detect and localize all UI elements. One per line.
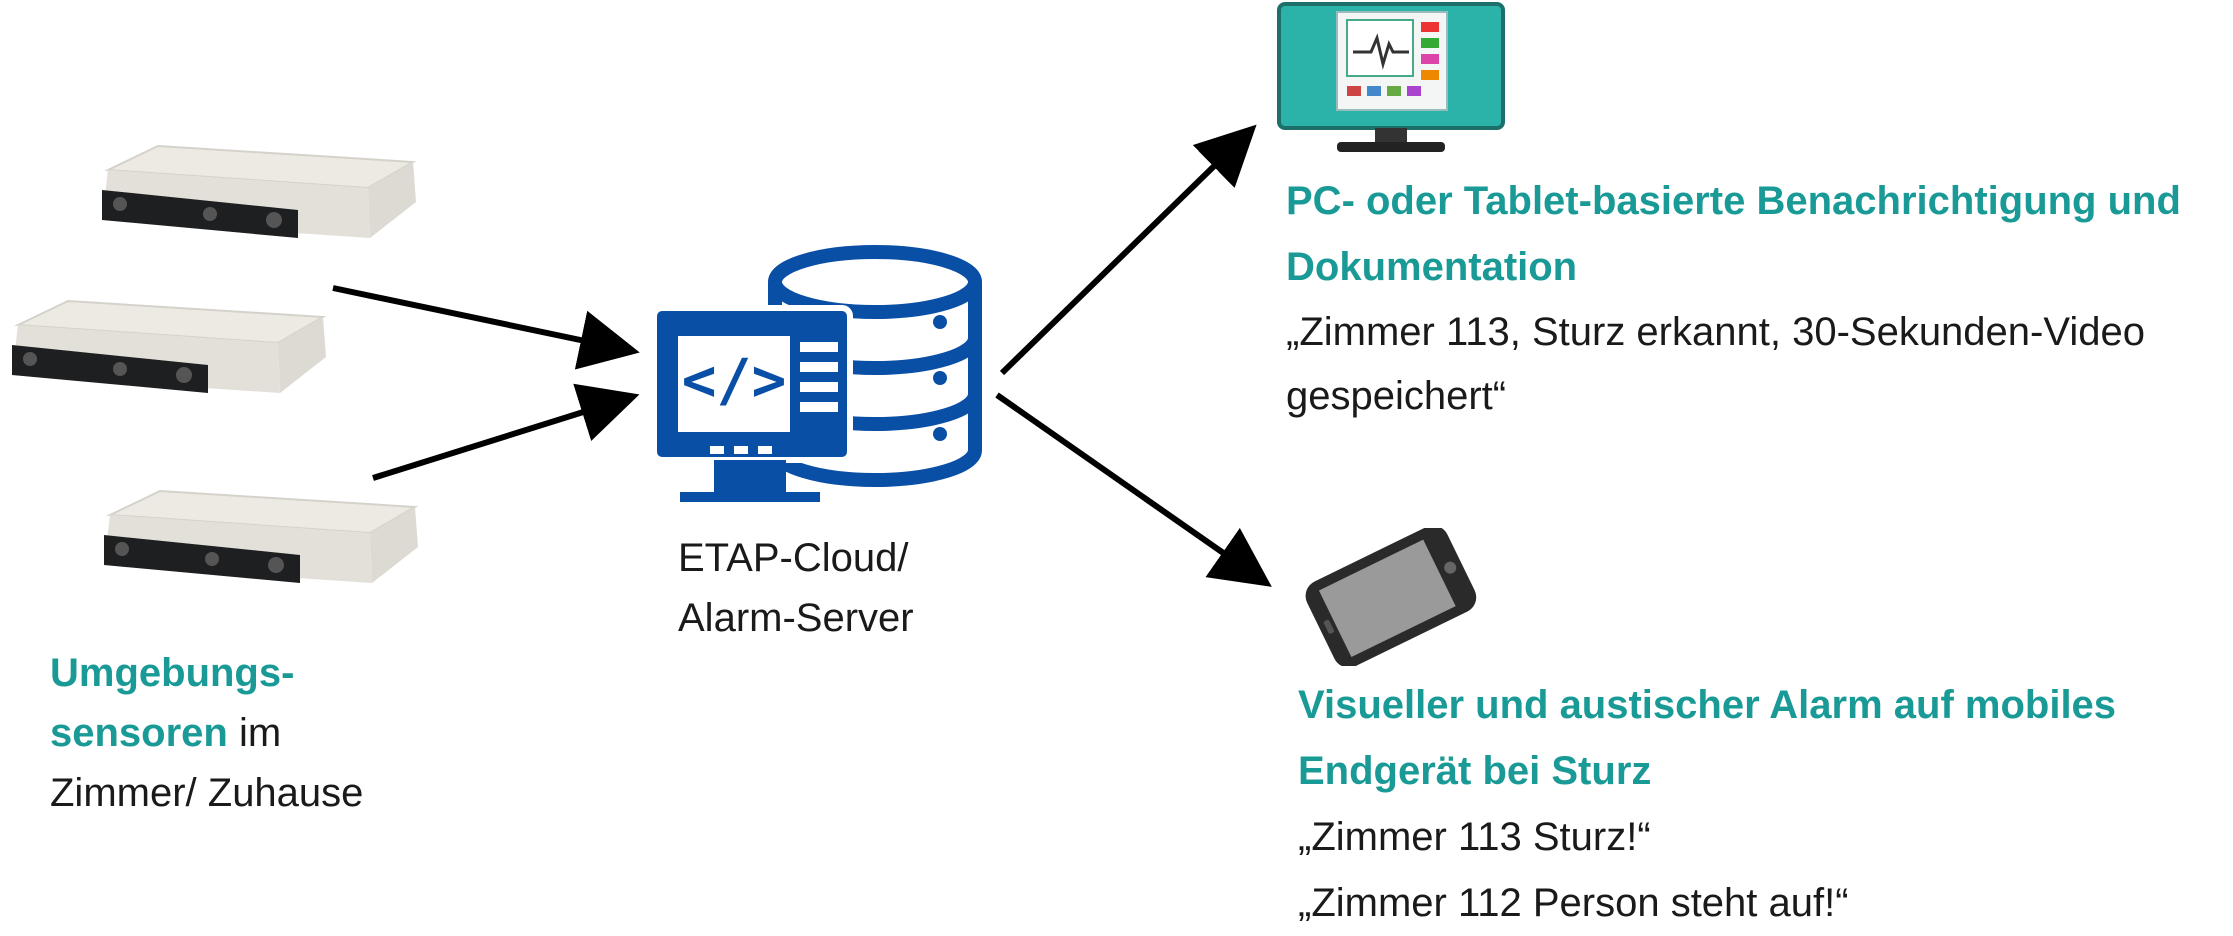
server-label-line1: ETAP-Cloud/: [678, 536, 909, 580]
mobile-message-line1: „Zimmer 113 Sturz!“: [1298, 815, 1651, 859]
sensor-label-rest: im: [227, 711, 282, 755]
mobile-title-line2: Endgerät bei Sturz: [1298, 749, 1652, 793]
sensor-label-highlight-2: sensoren: [50, 711, 228, 755]
smartphone-icon: [1305, 528, 1477, 666]
sensor-label-highlight-1: Umgebungs-: [50, 651, 295, 695]
server-database-icon: </>: [651, 245, 982, 502]
pc-title-line1: PC- oder Tablet-basierte Benachrichtigun…: [1286, 179, 2181, 223]
sensor-device-icon: [102, 144, 417, 238]
arrow-sensor1-to-server: [332, 285, 640, 370]
arrow-server-to-pc: [999, 124, 1257, 376]
mobile-message-line2: „Zimmer 112 Person steht auf!“: [1298, 881, 1849, 925]
arrow-sensor3-to-server: [372, 383, 640, 481]
monitor-icon: [1277, 2, 1505, 152]
sensor-label-location: Zimmer/ Zuhause: [50, 771, 364, 815]
mobile-title-line1: Visueller und austischer Alarm auf mobil…: [1298, 683, 2117, 727]
sensor-device-icon: [12, 299, 327, 393]
pc-message-line1: „Zimmer 113, Sturz erkannt, 30-Sekunden-…: [1286, 310, 2145, 354]
server-label: ETAP-Cloud/ Alarm-Server: [678, 528, 914, 648]
pc-notification-block: PC- oder Tablet-basierte Benachrichtigun…: [1286, 168, 2181, 428]
mobile-alarm-block: Visueller und austischer Alarm auf mobil…: [1298, 672, 2116, 936]
pc-message-line2: gespeichert“: [1286, 374, 1507, 418]
sensor-device-icon: [104, 489, 419, 583]
code-glyph: </>: [682, 346, 787, 414]
sensor-label: Umgebungs- sensoren im Zimmer/ Zuhause: [50, 643, 363, 823]
arrow-server-to-mobile: [995, 392, 1272, 587]
server-label-line2: Alarm-Server: [678, 596, 914, 640]
pc-title-line2: Dokumentation: [1286, 245, 1578, 289]
